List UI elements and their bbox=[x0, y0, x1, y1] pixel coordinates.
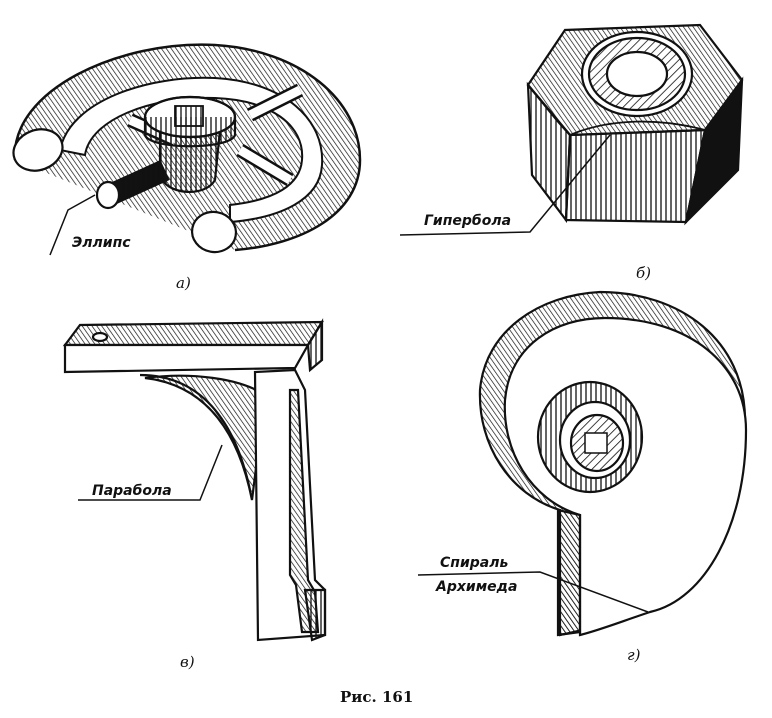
handwheel-drawing bbox=[12, 43, 362, 256]
label-spiral-line1: Спираль bbox=[440, 555, 509, 571]
hex-nut-drawing bbox=[399, 23, 744, 236]
panel-letter-b: б) bbox=[636, 264, 652, 282]
label-ellipse: Эллипс bbox=[72, 235, 131, 251]
panel-letter-g: г) bbox=[627, 646, 641, 664]
bracket-drawing bbox=[62, 318, 327, 642]
panel-letter-a: а) bbox=[176, 274, 191, 292]
label-parabola: Парабола bbox=[92, 483, 172, 499]
panel-letter-v: в) bbox=[180, 653, 195, 671]
label-spiral-line2: Архимеда bbox=[436, 579, 518, 595]
cam-drawing bbox=[417, 290, 748, 637]
label-hyperbola: Гипербола bbox=[424, 213, 512, 229]
figure-caption: Рис. 161 bbox=[340, 688, 414, 706]
